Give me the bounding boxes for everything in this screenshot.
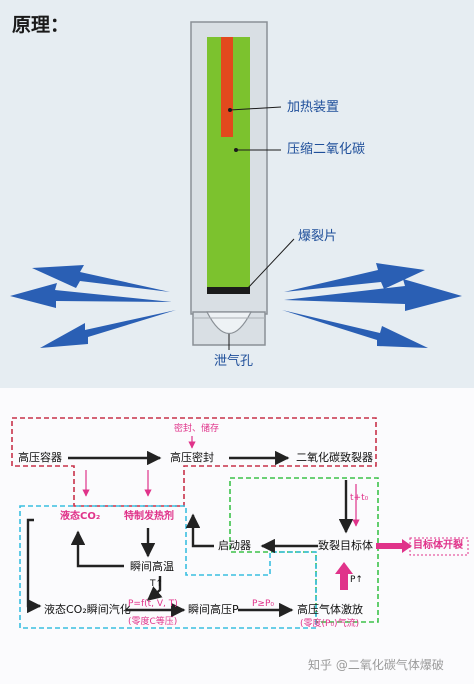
page-title: 原理： <box>12 14 70 36</box>
node-starter: 启动器 <box>218 539 251 552</box>
pressure-threshold: P≥P₀ <box>252 599 275 609</box>
pressure-formula: P=f(t, V, T) <box>128 599 178 609</box>
watermark: 知乎 @二氧化碳气体爆破 <box>308 658 444 672</box>
crack-arrow <box>376 539 412 553</box>
burst-disc <box>207 287 250 294</box>
flow-arrows <box>26 450 354 618</box>
time-note: t+t₀ <box>350 493 369 503</box>
node-instant-pressure: 瞬间高压P <box>188 603 239 616</box>
compressed-co2-label: 压缩二氧化碳 <box>287 142 366 157</box>
node-gas-release: 高压气体激放 <box>297 603 363 616</box>
node-liquid-co2: 液态CO₂ <box>60 511 101 522</box>
release-note: (零度(P₀)气流) <box>300 619 360 629</box>
temp-rise-note: T↑ <box>150 579 164 589</box>
reaction-region-box <box>19 505 317 629</box>
gas-release-arrows-left <box>10 265 176 348</box>
node-high-pressure-vessel: 高压容器 <box>18 451 62 464</box>
node-high-pressure-seal: 高压密封 <box>170 451 214 464</box>
heater-label: 加热装置 <box>287 100 340 115</box>
pressure-rise-note: P↑ <box>350 575 363 585</box>
seal-store-note: 密封、储存 <box>174 424 220 434</box>
burst-disc-label: 爆裂片 <box>298 229 338 244</box>
pink-indicator-arrows <box>82 436 360 527</box>
node-co2-fracturer: 二氧化碳致裂器 <box>296 451 373 464</box>
pressure-formula-note: (零度C等压) <box>128 617 178 627</box>
vent-cap <box>192 311 266 346</box>
node-target-cracks: 目标体开裂 <box>413 540 463 551</box>
node-target-body: 致裂目标体 <box>318 539 373 552</box>
pressure-up-arrow <box>335 562 353 590</box>
gas-release-arrows-right <box>282 263 462 348</box>
crack-result-frame <box>409 537 469 556</box>
node-instant-high-temp: 瞬间高温 <box>130 560 174 573</box>
node-heating-agent: 特制发热剂 <box>124 511 174 522</box>
node-co2-vaporize: 液态CO₂瞬间汽化 <box>44 603 131 616</box>
vent-hole-label: 泄气孔 <box>214 354 254 369</box>
leader-lines <box>228 106 295 350</box>
heater-element <box>221 37 233 137</box>
fracturing-tube <box>190 21 268 315</box>
